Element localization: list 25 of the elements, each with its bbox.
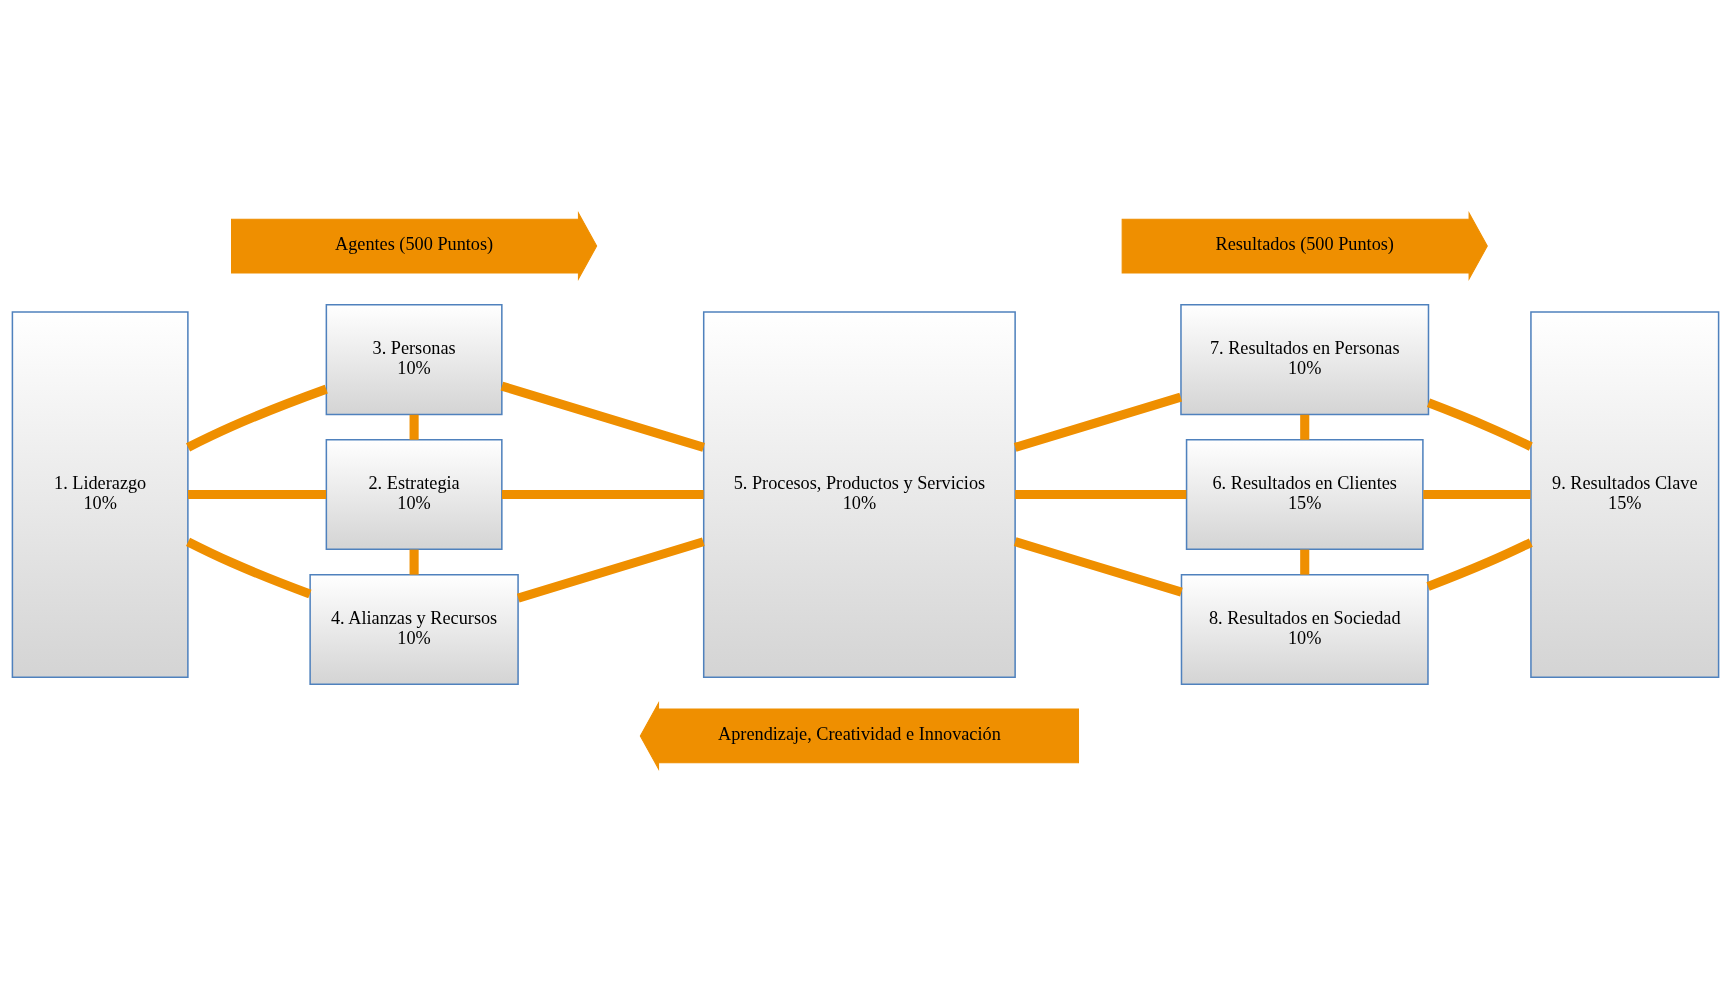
connector bbox=[516, 537, 705, 603]
node-box: 9. Resultados Clave 15% bbox=[1530, 311, 1720, 678]
connector bbox=[186, 537, 312, 599]
node-box: 8. Resultados en Sociedad 10% bbox=[1180, 573, 1429, 685]
connector bbox=[1300, 414, 1310, 440]
connector bbox=[409, 549, 419, 575]
node-box: 3. Personas 10% bbox=[325, 304, 503, 416]
node-box: 1. Liderazgo 10% bbox=[11, 311, 189, 678]
connector bbox=[1423, 490, 1531, 500]
node-box: 4. Alianzas y Recursos 10% bbox=[309, 573, 519, 685]
node-box: 5. Procesos, Productos y Servicios 10% bbox=[702, 311, 1016, 678]
connector bbox=[409, 414, 419, 440]
connector bbox=[1013, 392, 1183, 452]
connector bbox=[186, 384, 328, 452]
connector bbox=[500, 381, 705, 452]
connector bbox=[501, 490, 704, 500]
connector bbox=[1015, 490, 1187, 500]
connector bbox=[188, 490, 327, 500]
connector bbox=[1013, 537, 1183, 597]
connector bbox=[1300, 549, 1310, 575]
connector bbox=[1426, 398, 1533, 451]
connector bbox=[1426, 538, 1533, 591]
node-box: 6. Resultados en Clientes 15% bbox=[1185, 439, 1424, 551]
node-box: 7. Resultados en Personas 10% bbox=[1180, 304, 1430, 416]
node-box: 2. Estrategia 10% bbox=[325, 439, 503, 551]
